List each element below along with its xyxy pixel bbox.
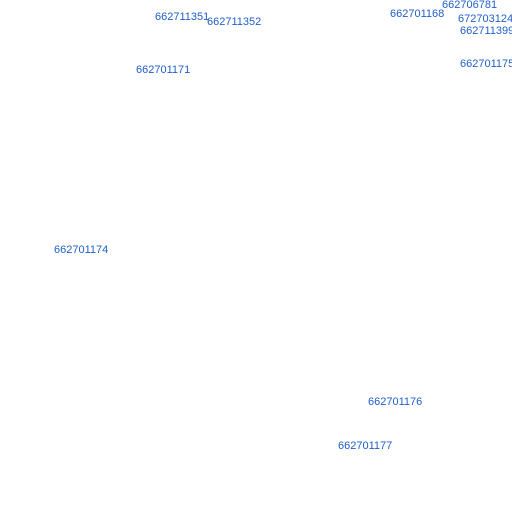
parcel-label[interactable]: 662706781 bbox=[442, 0, 498, 11]
parcel-label[interactable]: 662711399 bbox=[460, 25, 512, 37]
parcel-label[interactable]: 662701171 bbox=[136, 64, 191, 76]
parcel-label[interactable]: 662701175 bbox=[460, 58, 512, 70]
parcel-label[interactable]: 662701168 bbox=[390, 8, 445, 20]
parcel-label[interactable]: 662701177 bbox=[338, 440, 393, 452]
parcel-label[interactable]: 672703124 bbox=[458, 13, 512, 25]
parcel-label[interactable]: 662711352 bbox=[207, 16, 262, 28]
parcel-label[interactable]: 662701174 bbox=[54, 244, 109, 256]
parcel-label[interactable]: 662711351 bbox=[155, 11, 210, 23]
parcel-label[interactable]: 662701176 bbox=[368, 396, 423, 408]
